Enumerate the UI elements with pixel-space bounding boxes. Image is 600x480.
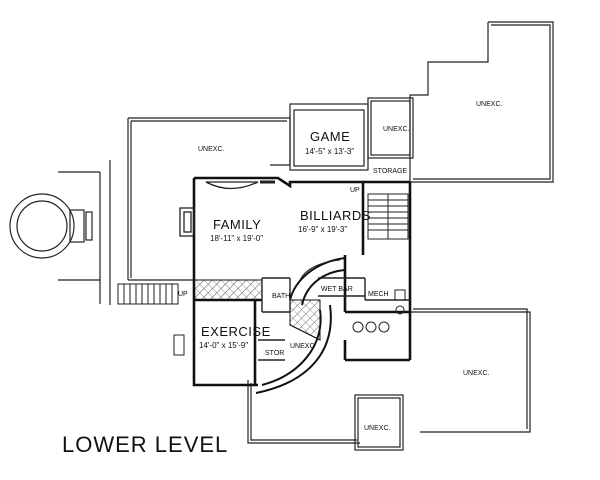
bath-label: BATH <box>272 293 290 300</box>
bar-counter <box>299 259 341 281</box>
game-room-dims: 14'-5" x 13'-3" <box>305 147 354 156</box>
exercise-room-dims: 14'-0" x 15'-9" <box>199 341 248 350</box>
unexc-top-center-label: UNEXC. <box>383 126 410 133</box>
billiards-room-label: BILLIARDS <box>300 208 371 223</box>
exercise-room-label: EXERCISE <box>201 324 271 339</box>
family-room-dims: 18'-11" x 19'-0" <box>210 234 263 243</box>
hatched-floors <box>193 279 321 341</box>
unexc-top-right-label: UNEXC. <box>476 101 503 108</box>
game-room-label: GAME <box>310 129 350 144</box>
unexc-left-label: UNEXC. <box>198 146 225 153</box>
curved-wall <box>255 257 346 394</box>
fireplace <box>179 180 275 237</box>
stairs-left <box>117 283 179 305</box>
mech-label: MECH <box>368 291 389 298</box>
wet-bar-label: WET BAR <box>321 286 353 293</box>
unexc-small-label: UNEXC <box>290 343 315 350</box>
stair-up-left-label: UP <box>178 291 188 298</box>
round-tower <box>9 160 111 305</box>
exercise-fixtures <box>173 334 185 356</box>
plan-title: LOWER LEVEL <box>62 432 228 457</box>
stairs-right <box>367 193 409 240</box>
stor-label: STOR <box>265 350 284 357</box>
storage-label: STORAGE <box>373 168 407 175</box>
mech-equipment <box>352 289 406 333</box>
family-room-label: FAMILY <box>213 217 261 232</box>
unexc-right-label: UNEXC. <box>463 370 490 377</box>
billiards-room-dims: 16'-9" x 19'-3" <box>298 225 347 234</box>
stair-up-top-label: UP <box>350 187 360 194</box>
unexc-bottom-label: UNEXC. <box>364 425 391 432</box>
